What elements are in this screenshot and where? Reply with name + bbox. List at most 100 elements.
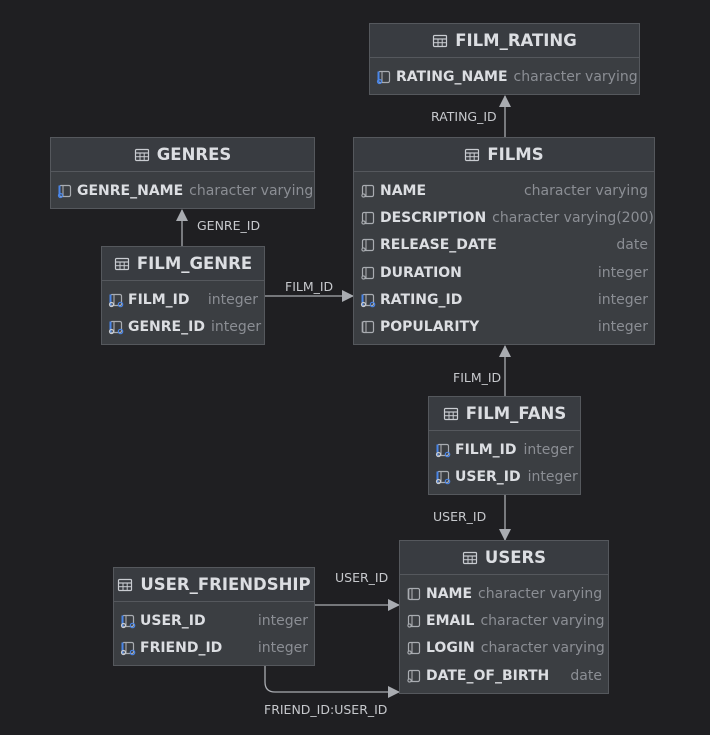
foreign-key-column-icon: [435, 469, 451, 485]
table-name: FILM_RATING: [455, 31, 577, 50]
column-row[interactable]: RELEASE_DATE date: [354, 232, 654, 259]
column-row[interactable]: DURATION integer: [354, 259, 654, 286]
nullable-column-icon: [406, 586, 422, 602]
column-type: character varying: [523, 182, 648, 199]
table-name: USER_FRIENDSHIP: [140, 575, 311, 594]
table-name: FILM_FANS: [465, 404, 567, 423]
edge-label-rating-id: RATING_ID: [431, 109, 497, 124]
column-icon: [360, 265, 376, 281]
table-header[interactable]: GENRES: [51, 138, 314, 172]
column-icon: [360, 210, 376, 226]
column-name: RELEASE_DATE: [380, 237, 497, 254]
foreign-key-column-icon: [120, 613, 136, 629]
edge-label-friend-id: FRIEND_ID:USER_ID: [264, 702, 388, 717]
column-type: integer: [257, 612, 308, 629]
column-type: integer: [527, 468, 578, 485]
table-icon: [432, 33, 448, 49]
column-name: FILM_ID: [455, 441, 517, 458]
column-name: DATE_OF_BIRTH: [426, 667, 550, 684]
column-type: integer: [207, 291, 258, 308]
table-icon: [464, 147, 480, 163]
column-type: integer: [597, 264, 648, 281]
column-name: POPULARITY: [380, 319, 480, 336]
column-row[interactable]: DATE_OF_BIRTH date: [400, 662, 608, 689]
column-name: NAME: [426, 585, 473, 602]
column-type: character varying(200): [492, 209, 654, 226]
table-film-rating[interactable]: FILM_RATING RATING_NAME character varying: [369, 23, 640, 95]
key-column-icon: [57, 183, 73, 199]
column-type: character varying: [513, 68, 638, 85]
table-columns: RATING_NAME character varying: [370, 58, 639, 90]
column-type: date: [570, 667, 602, 684]
column-row[interactable]: FILM_ID integer: [429, 436, 580, 463]
table-icon: [443, 406, 459, 422]
table-header[interactable]: FILM_GENRE: [102, 247, 264, 281]
column-name: RATING_NAME: [396, 68, 508, 85]
table-icon: [117, 577, 133, 593]
table-icon: [134, 147, 150, 163]
table-icon: [462, 550, 478, 566]
table-header[interactable]: FILM_RATING: [370, 24, 639, 58]
column-row[interactable]: NAME character varying: [354, 177, 654, 204]
column-row[interactable]: POPULARITY integer: [354, 313, 654, 340]
column-name: EMAIL: [426, 612, 475, 629]
nullable-column-icon: [360, 319, 376, 335]
column-icon: [360, 183, 376, 199]
column-type: integer: [523, 441, 574, 458]
column-row[interactable]: EMAIL character varying: [400, 607, 608, 634]
edge-label-user-id-friendship: USER_ID: [335, 570, 389, 585]
foreign-key-column-icon: [435, 442, 451, 458]
table-header[interactable]: FILMS: [354, 138, 654, 172]
column-name: LOGIN: [426, 640, 475, 657]
column-name: DURATION: [380, 264, 462, 281]
foreign-key-column-icon: [108, 292, 124, 308]
column-row[interactable]: USER_ID integer: [114, 607, 314, 634]
column-row[interactable]: RATING_NAME character varying: [370, 63, 639, 90]
edge-label-user-id-fans: USER_ID: [433, 509, 487, 524]
column-icon: [406, 613, 422, 629]
table-name: USERS: [484, 548, 547, 567]
column-name: NAME: [380, 182, 427, 199]
column-icon: [360, 237, 376, 253]
table-header[interactable]: USER_FRIENDSHIP: [114, 568, 314, 602]
column-row[interactable]: LOGIN character varying: [400, 635, 608, 662]
table-icon: [114, 256, 130, 272]
table-header[interactable]: USERS: [400, 541, 608, 575]
column-icon: [406, 668, 422, 684]
edge-label-genre-id: GENRE_ID: [197, 218, 261, 233]
column-type: character varying: [480, 612, 605, 629]
column-name: USER_ID: [140, 612, 206, 629]
column-type: integer: [597, 291, 648, 308]
column-type: character varying: [189, 182, 314, 199]
table-name: FILMS: [487, 145, 544, 164]
key-column-icon: [376, 69, 392, 85]
table-name: GENRES: [156, 145, 232, 164]
column-type: date: [616, 237, 648, 254]
table-name: FILM_GENRE: [136, 254, 253, 273]
foreign-key-column-icon: [360, 292, 376, 308]
column-type: integer: [257, 639, 308, 656]
column-type: integer: [597, 319, 648, 336]
column-type: character varying: [480, 640, 605, 657]
table-header[interactable]: FILM_FANS: [429, 397, 580, 431]
